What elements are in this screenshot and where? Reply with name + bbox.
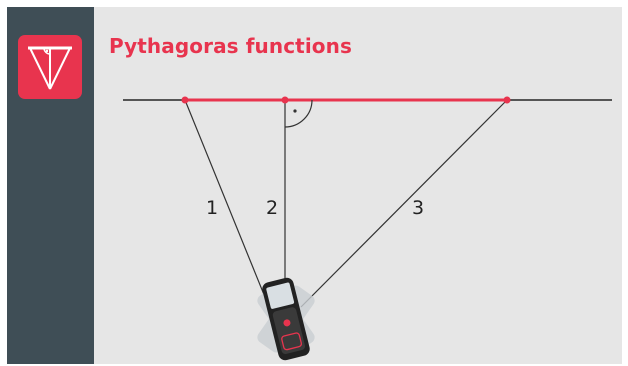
point-3 xyxy=(503,96,511,104)
measurement-line-1 xyxy=(184,99,270,308)
line-label-1: 1 xyxy=(206,197,219,219)
point-1 xyxy=(181,96,189,104)
pythagoras-diagram xyxy=(123,96,612,361)
line-label-3: 3 xyxy=(412,197,425,219)
pythagoras-function-icon[interactable] xyxy=(18,35,82,99)
point-2 xyxy=(281,96,289,104)
main-panel: Pythagoras functions xyxy=(7,7,622,364)
sidebar xyxy=(7,7,94,364)
page-title: Pythagoras functions xyxy=(109,34,352,58)
laser-distance-meter-icon xyxy=(257,277,315,361)
pythagoras-glyph xyxy=(28,46,72,90)
right-angle-arc xyxy=(284,99,313,128)
measurement-line-3 xyxy=(300,99,508,308)
right-angle-dot xyxy=(293,109,297,113)
line-label-2: 2 xyxy=(266,197,279,219)
